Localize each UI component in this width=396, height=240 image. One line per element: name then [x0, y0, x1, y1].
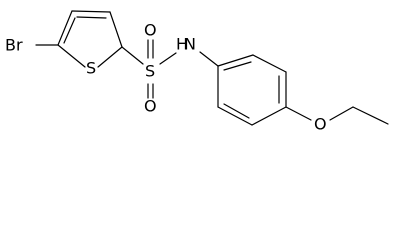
bond-c2-s-sulfonyl: [121, 46, 144, 65]
bond-c4-o-ether: [285, 106, 312, 121]
atom-o-upper: O: [144, 21, 157, 40]
bond-s-ring-c5: [57, 44, 86, 68]
bond-c2-s-ring: [97, 46, 123, 68]
atom-s-sulfonyl: S: [145, 62, 155, 81]
atom-n: N: [184, 35, 196, 54]
bond-c2-c3: [252, 54, 287, 73]
atom-o-ether: O: [314, 115, 327, 134]
bond-o-ch2: [329, 106, 354, 121]
bond-ch2-ch3: [352, 106, 389, 125]
atom-br: Br: [5, 36, 23, 55]
atom-labels: Br S S O O N H O: [5, 21, 327, 134]
bond-c1-c2: [217, 54, 254, 67]
bond-c4-c3: [71, 10, 111, 13]
bond-c4-c3-inner: [76, 16, 107, 19]
atom-nh-h: H: [176, 35, 188, 54]
bond-c3-c2: [109, 11, 123, 48]
atom-o-lower: O: [144, 97, 157, 116]
bond-n-c1: [199, 51, 219, 67]
bond-c5-c6-inner: [223, 103, 250, 119]
bond-c5-c4-inner: [63, 17, 76, 44]
bond-s-n: [159, 52, 177, 65]
bond-c1-c2-inner: [223, 61, 252, 71]
chemical-structure: Br S S O O N H O: [5, 10, 389, 134]
bond-c5-c4: [57, 10, 73, 46]
bond-c4-c5: [251, 106, 287, 126]
bonds: [35, 10, 389, 126]
bond-c5-c6: [217, 106, 253, 126]
atom-s-ring: S: [86, 59, 96, 78]
